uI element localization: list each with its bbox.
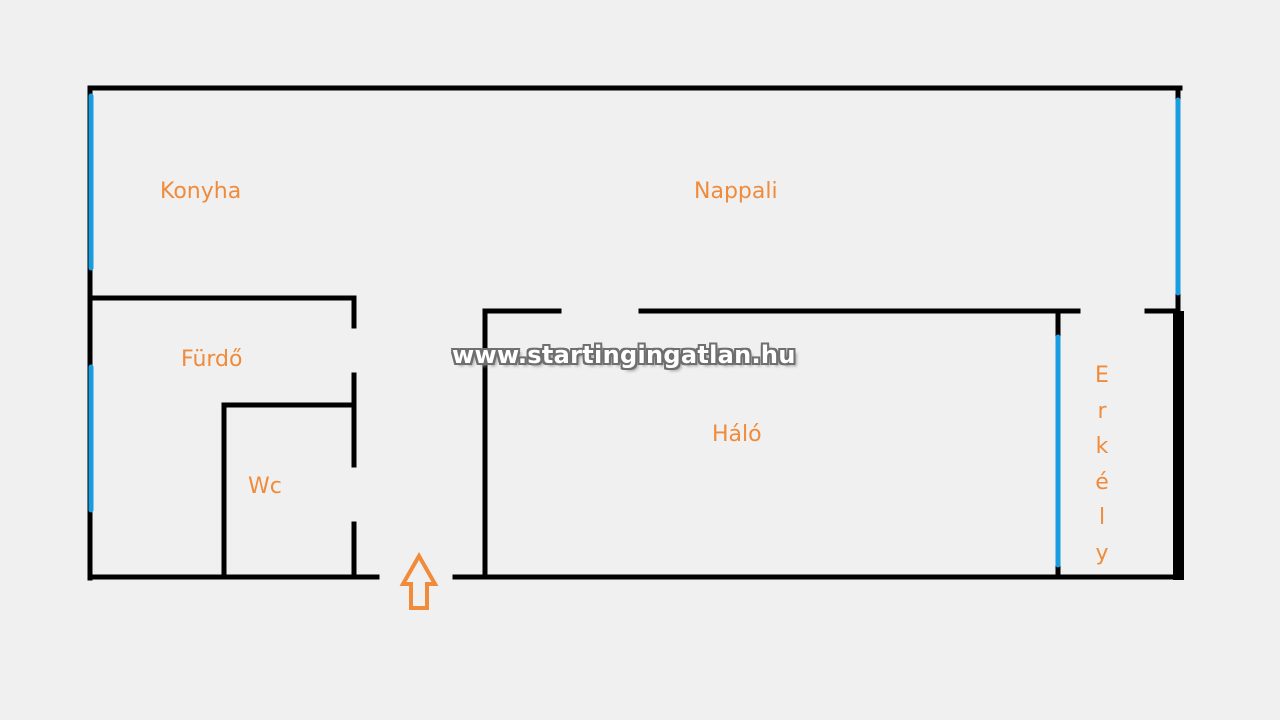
balcony-letter: E: [1095, 363, 1109, 388]
room-label-balcony: E r k é l y: [1090, 358, 1114, 571]
balcony-letter: l: [1098, 505, 1106, 530]
watermark: www.startingingatlan.hu: [452, 341, 796, 369]
balcony-letter: r: [1097, 398, 1107, 424]
balcony-wall-right: [1173, 311, 1184, 580]
walls: [87, 85, 1183, 581]
arrow-up-icon: [399, 551, 439, 610]
room-label-wc: Wc: [248, 474, 282, 499]
room-label-bath: Fürdő: [181, 347, 243, 372]
balcony-letter: y: [1095, 540, 1109, 566]
windows: [88, 93, 1181, 568]
room-label-living: Nappali: [694, 179, 778, 204]
balcony-letter: k: [1095, 434, 1109, 459]
room-label-bedroom: Háló: [712, 422, 762, 447]
balcony-letter: é: [1095, 469, 1109, 495]
room-label-kitchen: Konyha: [160, 179, 242, 204]
